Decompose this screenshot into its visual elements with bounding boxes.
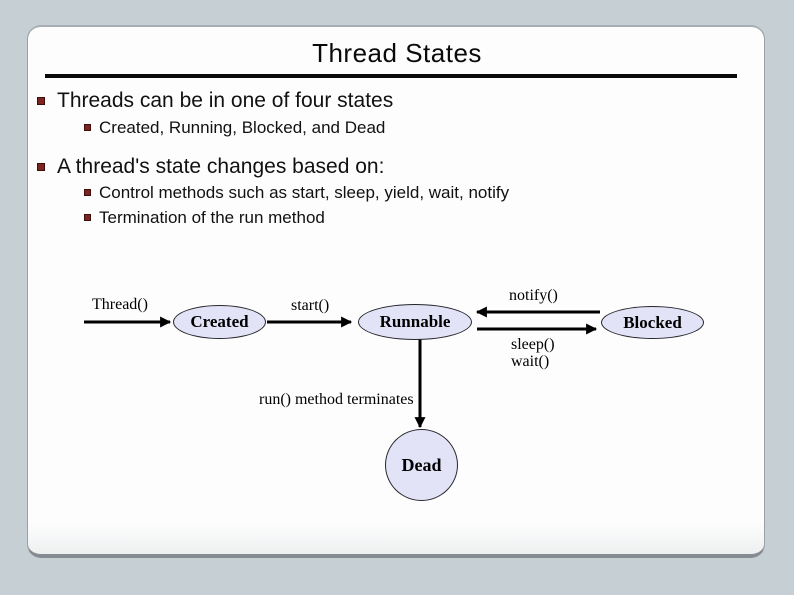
bullet-square-icon xyxy=(37,97,45,105)
title-rule xyxy=(45,74,737,78)
bullet-square-icon xyxy=(37,163,45,171)
state-node-dead: Dead xyxy=(385,429,458,501)
bullet-text: Created, Running, Blocked, and Dead xyxy=(99,118,386,137)
state-node-created: Created xyxy=(173,305,266,339)
bullet-text: A thread's state changes based on: xyxy=(57,155,385,178)
transition-label-start: start() xyxy=(291,297,330,314)
transition-label-sleep: sleep() xyxy=(511,336,555,353)
state-node-runnable: Runnable xyxy=(358,304,472,340)
bullet-text: Control methods such as start, sleep, yi… xyxy=(99,183,510,202)
transition-label-notify: notify() xyxy=(509,287,558,304)
transition-label-wait: wait() xyxy=(511,353,550,370)
transition-label-thread: Thread() xyxy=(92,296,148,313)
bullet-square-icon xyxy=(84,189,91,196)
state-node-blocked: Blocked xyxy=(601,306,704,339)
transition-label-run-terminates: run() method terminates xyxy=(259,391,414,408)
slide-title: Thread States xyxy=(312,38,482,68)
bullet-text: Threads can be in one of four states xyxy=(57,89,394,112)
bullet-square-icon xyxy=(84,214,91,221)
bullet-square-icon xyxy=(84,124,91,131)
bullet-text: Termination of the run method xyxy=(99,208,325,227)
